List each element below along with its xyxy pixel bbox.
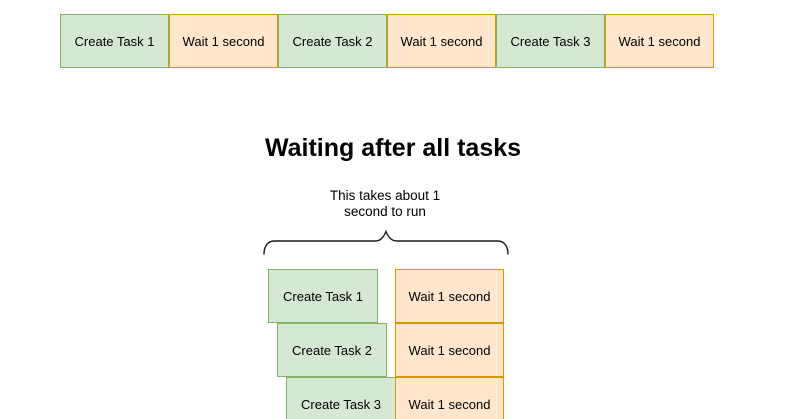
duration-annotation: This takes about 1 second to run <box>285 188 485 220</box>
timeline-box-create-task-2: Create Task 2 <box>278 14 387 68</box>
timeline-box-wait-3: Wait 1 second <box>605 14 714 68</box>
timeline-box-wait-2: Wait 1 second <box>387 14 496 68</box>
annotation-line-1: This takes about 1 <box>329 188 441 203</box>
timeline-box-create-task-3: Create Task 3 <box>496 14 605 68</box>
timeline-box-wait-1: Wait 1 second <box>169 14 278 68</box>
curly-brace-icon <box>263 229 509 255</box>
group-box-wait-3: Wait 1 second <box>395 377 504 419</box>
group-box-create-task-3: Create Task 3 <box>286 377 396 419</box>
group-box-wait-2: Wait 1 second <box>395 323 504 377</box>
group-box-create-task-1: Create Task 1 <box>268 269 378 323</box>
group-box-create-task-2: Create Task 2 <box>277 323 387 377</box>
annotation-line-2: second to run <box>344 204 426 219</box>
group-box-wait-1: Wait 1 second <box>395 269 504 323</box>
section-title: Waiting after all tasks <box>264 134 522 162</box>
timeline-box-create-task-1: Create Task 1 <box>60 14 169 68</box>
